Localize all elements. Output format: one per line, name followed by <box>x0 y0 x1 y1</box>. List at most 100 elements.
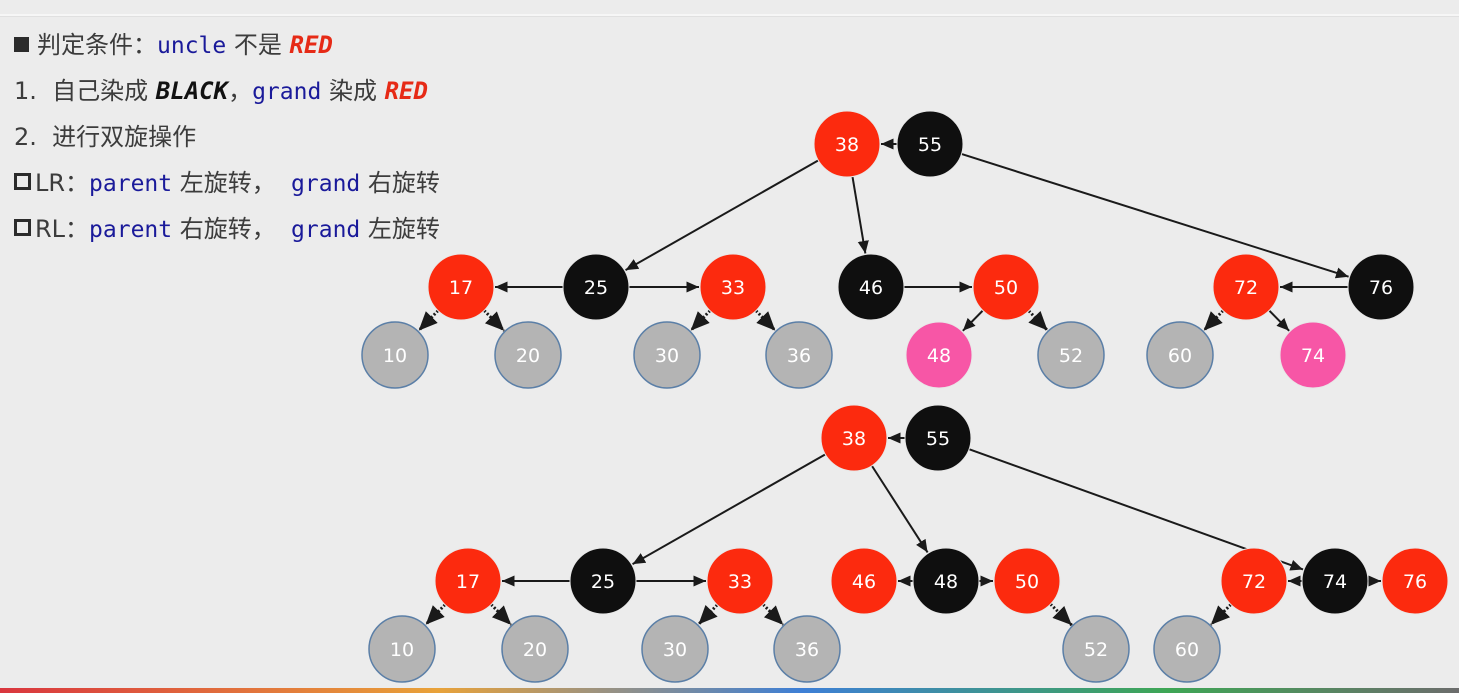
node-circle <box>1062 615 1130 683</box>
tree-node-before-46: 46 <box>837 253 905 321</box>
edge-before-50-52 <box>1027 309 1049 332</box>
tree-node-after-10: 10 <box>368 615 436 683</box>
node-label: 52 <box>1059 345 1083 367</box>
node-circle <box>1381 547 1449 615</box>
node-circle <box>641 615 709 683</box>
tree-node-before-17: 17 <box>427 253 495 321</box>
node-label: 76 <box>1369 277 1393 299</box>
node-label: 72 <box>1242 571 1266 593</box>
tree-node-after-36: 36 <box>773 615 841 683</box>
step-1-text-c: 染成 <box>321 77 385 105</box>
node-circle <box>706 547 774 615</box>
node-label: 55 <box>918 134 942 156</box>
nodes-layer: 38 55 17 25 33 46 50 72 76 10 20 30 36 48 52 60 74 38 55 17… <box>361 110 1449 683</box>
edge-before-72-60 <box>1202 309 1225 332</box>
top-divider <box>0 14 1459 17</box>
tree-node-before-50: 50 <box>972 253 1040 321</box>
rl-text-a: 右旋转， <box>172 215 292 243</box>
node-circle <box>993 547 1061 615</box>
node-circle <box>1279 321 1347 389</box>
tree-node-after-60: 60 <box>1153 615 1221 683</box>
node-circle <box>427 253 495 321</box>
tree-node-before-55: 55 <box>896 110 964 178</box>
node-label: 50 <box>1015 571 1039 593</box>
grand-code: grand <box>252 79 322 105</box>
tree-node-before-52: 52 <box>1037 321 1105 389</box>
tree-node-before-36: 36 <box>765 321 833 389</box>
edge-before-33-36 <box>754 309 777 332</box>
node-circle <box>1347 253 1415 321</box>
parent-code: parent <box>89 171 173 197</box>
lr-text-b: 右旋转 <box>360 169 440 197</box>
node-label: 10 <box>390 639 414 661</box>
rl-text-b: 左旋转 <box>360 215 440 243</box>
bottom-color-bar <box>0 688 1459 693</box>
tree-node-before-33: 33 <box>699 253 767 321</box>
node-label: 50 <box>994 277 1018 299</box>
tree-node-before-20: 20 <box>494 321 562 389</box>
filled-square-bullet-icon <box>14 37 29 52</box>
node-circle <box>904 404 972 472</box>
node-circle <box>912 547 980 615</box>
node-circle <box>562 253 630 321</box>
tree-node-before-72: 72 <box>1212 253 1280 321</box>
node-circle <box>434 547 502 615</box>
node-circle <box>765 321 833 389</box>
node-label: 52 <box>1084 639 1108 661</box>
condition-middle: 不是 <box>226 31 290 59</box>
node-label: 30 <box>655 345 679 367</box>
node-circle <box>361 321 429 389</box>
node-label: 74 <box>1301 345 1325 367</box>
step-number: 2. <box>14 123 37 151</box>
node-label: 33 <box>728 571 752 593</box>
edge-before-17-10 <box>417 309 440 332</box>
tree-node-before-48: 48 <box>905 321 973 389</box>
tree-node-after-74: 74 <box>1301 547 1369 615</box>
tree-node-after-30: 30 <box>641 615 709 683</box>
step-2-text: 进行双旋操作 <box>52 123 197 151</box>
node-label: 36 <box>795 639 819 661</box>
tree-node-before-76: 76 <box>1347 253 1415 321</box>
tree-node-after-46: 46 <box>830 547 898 615</box>
node-label: 76 <box>1403 571 1427 593</box>
node-circle <box>837 253 905 321</box>
edge-after-38-25 <box>632 453 826 566</box>
tree-node-after-33: 33 <box>706 547 774 615</box>
node-circle <box>633 321 701 389</box>
node-circle <box>1037 321 1105 389</box>
rule-text-block: 判定条件：uncle 不是 RED 1. 自己染成 BLACK，grand 染成… <box>14 22 440 252</box>
node-label: 55 <box>926 428 950 450</box>
edge-after-17-10 <box>424 603 447 626</box>
hollow-square-bullet-icon <box>14 173 31 190</box>
node-label: 25 <box>584 277 608 299</box>
tree-node-after-17: 17 <box>434 547 502 615</box>
tree-node-after-48: 48 <box>912 547 980 615</box>
node-label: 60 <box>1175 639 1199 661</box>
node-circle <box>1153 615 1221 683</box>
node-label: 30 <box>663 639 687 661</box>
edge-before-33-30 <box>689 309 712 332</box>
node-label: 48 <box>927 345 951 367</box>
condition-line: 判定条件：uncle 不是 RED <box>14 22 440 68</box>
node-circle <box>368 615 436 683</box>
step-number: 1. <box>14 77 37 105</box>
lr-label: LR： <box>35 169 90 197</box>
node-label: 33 <box>721 277 745 299</box>
black-keyword: BLACK <box>155 77 229 105</box>
edge-before-38-46 <box>851 176 869 254</box>
tree-node-after-50: 50 <box>993 547 1061 615</box>
edge-after-33-30 <box>697 603 719 626</box>
tree-node-before-60: 60 <box>1146 321 1214 389</box>
node-circle <box>773 615 841 683</box>
edge-before-38-25 <box>625 159 819 272</box>
node-circle <box>896 110 964 178</box>
tree-node-before-38: 38 <box>813 110 881 178</box>
condition-prefix: 判定条件： <box>37 31 157 59</box>
node-label: 38 <box>842 428 866 450</box>
node-label: 60 <box>1168 345 1192 367</box>
edge-before-17-20 <box>483 309 506 332</box>
rl-label: RL： <box>35 215 90 243</box>
edge-after-38-48 <box>871 465 929 553</box>
node-label: 17 <box>456 571 480 593</box>
hollow-square-bullet-icon <box>14 219 31 236</box>
